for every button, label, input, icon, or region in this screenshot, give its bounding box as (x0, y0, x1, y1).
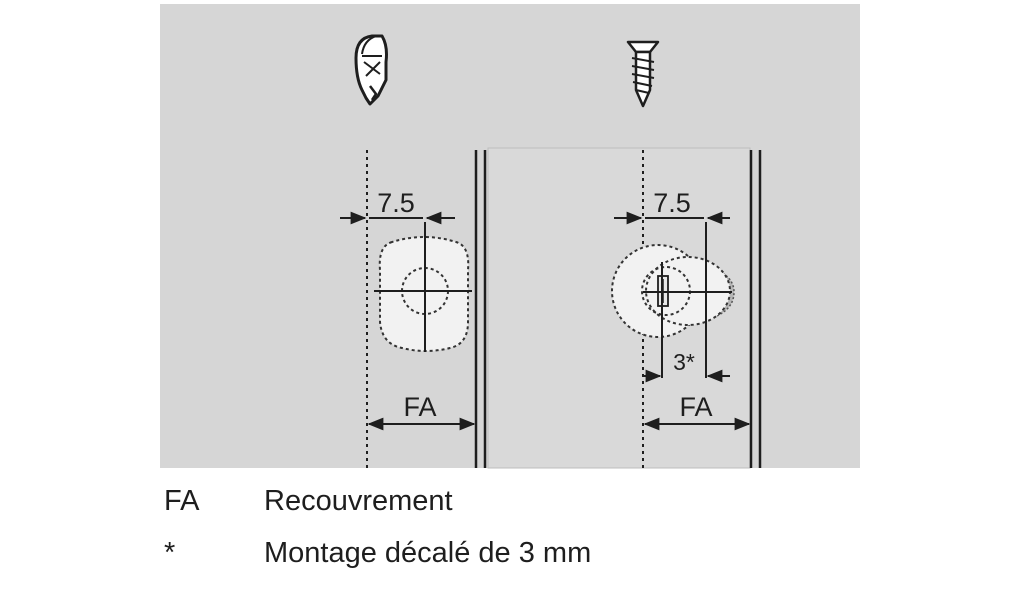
left-dimension-fa: FA (403, 392, 436, 422)
legend-text: Recouvrement (264, 485, 453, 517)
legend-key: FA (164, 485, 200, 517)
left-dimension-top: 7.5 (377, 188, 415, 218)
legend-key: * (164, 537, 176, 569)
screw-icon (626, 40, 660, 108)
right-dimension-top: 7.5 (653, 188, 691, 218)
right-mounting-view: 7.5 3* FA (487, 40, 762, 469)
right-dimension-offset: 3* (673, 349, 695, 375)
left-mounting-view: 7.5 FA (340, 34, 487, 468)
right-dimension-fa: FA (679, 392, 712, 422)
plug-dowel-icon (354, 34, 388, 106)
legend-text: Montage décalé de 3 mm (264, 537, 592, 569)
